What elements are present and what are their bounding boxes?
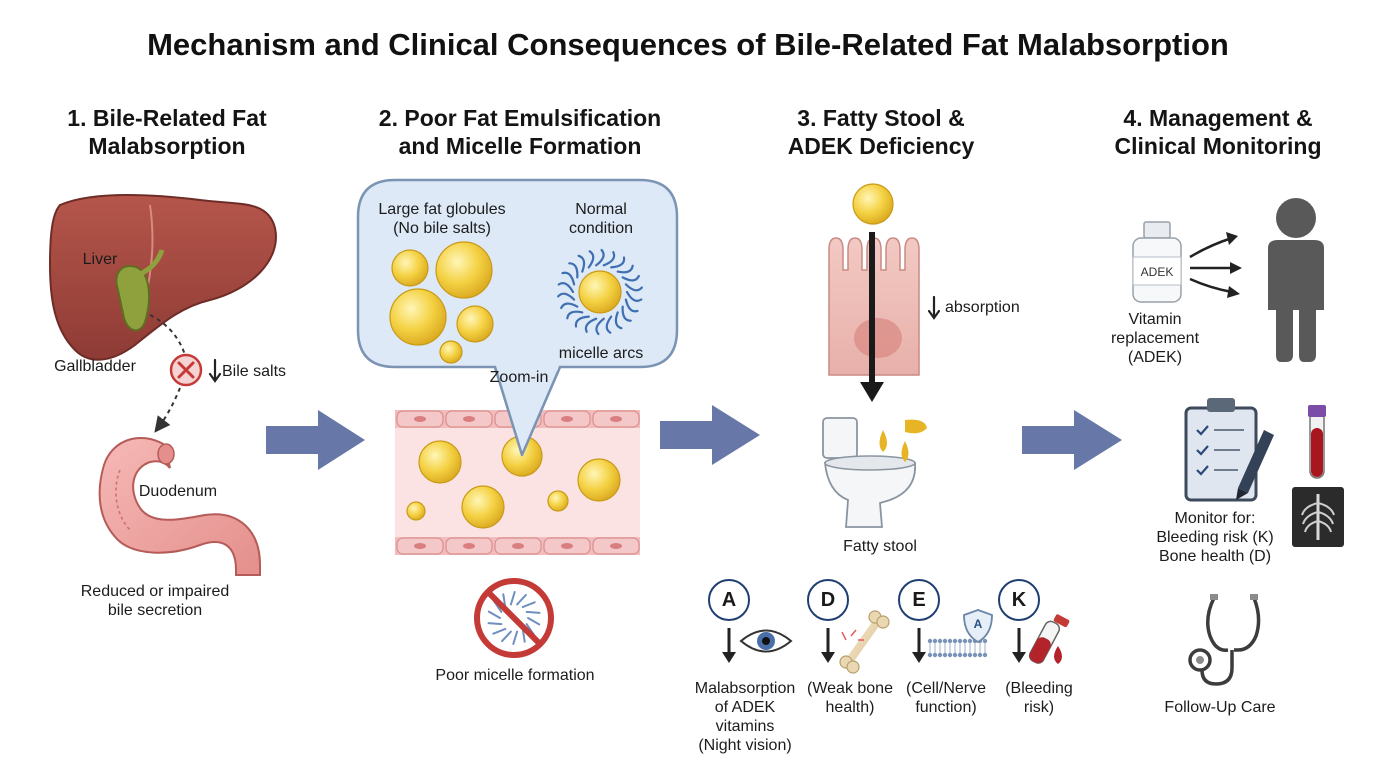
clipboard-icon	[1184, 398, 1258, 502]
vitamin-replacement-line1: Vitamin	[1128, 311, 1182, 328]
poor-micelle-label: Poor micelle formation	[435, 667, 595, 684]
dosing-arrows-icon	[1189, 232, 1242, 298]
blocked-icon	[169, 353, 203, 387]
vitamin-replacement-line2: replacement	[1110, 330, 1200, 347]
flow-arrow-2	[660, 405, 760, 465]
vitamin-k-caption-line1: (Bleeding	[1005, 680, 1073, 697]
decrease-arrow-icon	[208, 358, 222, 383]
section-4-title-line2: Clinical Monitoring	[1114, 133, 1322, 159]
zoom-in-label: Zoom-in	[489, 369, 549, 386]
vitamin-d-caption-line1: (Weak bone	[807, 680, 893, 697]
blood-tube-icon	[1028, 614, 1070, 664]
fat-droplet	[852, 183, 894, 225]
vitamin-a-caption-line2: of ADEK	[714, 699, 776, 716]
vitamin-a-caption-line4: (Night vision)	[698, 737, 792, 754]
shield-letter: A	[973, 617, 983, 631]
section-1-title-line1: 1. Bile-Related Fat	[67, 105, 267, 131]
gallbladder	[115, 249, 165, 332]
vitamin-d-badge	[807, 579, 849, 621]
normal-condition-line2: condition	[568, 220, 634, 237]
duodenum-label: Duodenum	[138, 483, 218, 500]
pen-icon	[1236, 430, 1274, 500]
toilet-icon	[822, 417, 916, 528]
section-4-title-line1: 4. Management &	[1123, 105, 1313, 131]
xray-icon	[1292, 487, 1344, 547]
vitamin-d-caption-line2: health)	[825, 699, 875, 716]
cell-membrane-icon	[927, 638, 988, 658]
vitamin-a-badge	[708, 579, 750, 621]
person-icon	[1268, 198, 1324, 362]
down-arrow-icons	[722, 628, 1026, 663]
monitor-label: Monitor for: Bleeding risk (K) Bone heal…	[1140, 509, 1290, 566]
large-globules-line1: Large fat globules	[378, 201, 506, 218]
monitor-line3: Bone health (D)	[1158, 548, 1272, 565]
vitamin-replacement-label: Vitamin replacement (ADEK)	[1095, 310, 1215, 367]
vitamin-a-letter: A	[721, 589, 737, 611]
zoom-tail	[493, 360, 562, 457]
fatty-stool-label: Fatty stool	[843, 538, 917, 555]
vitamin-k-caption: (Bleeding risk)	[996, 679, 1082, 717]
vitamin-k-badge	[998, 579, 1040, 621]
vitamin-a-caption-line3: vitamins	[715, 718, 775, 735]
section-3-title-line1: 3. Fatty Stool &	[797, 105, 965, 131]
bile-duct-arrow	[149, 314, 186, 433]
vitamin-bottle-icon	[1132, 221, 1182, 303]
vitamin-d-letter: D	[820, 589, 836, 611]
bottle-label: ADEK	[1140, 265, 1174, 279]
vitamin-k-letter: K	[1011, 589, 1027, 611]
absorption-label: absorption	[945, 299, 1020, 316]
large-globules-label: Large fat globules (No bile salts)	[362, 200, 522, 238]
vitamin-d-caption: (Weak bone health)	[798, 679, 902, 717]
vitamin-replacement-line3: (ADEK)	[1127, 349, 1183, 366]
section-1-title: 1. Bile-Related Fat Malabsorption	[17, 104, 317, 160]
large-fat-globules	[389, 241, 494, 364]
vitamin-a-caption: Malabsorption of ADEK vitamins (Night vi…	[684, 679, 806, 755]
vitamin-e-letter: E	[912, 589, 926, 611]
section-4-title: 4. Management & Clinical Monitoring	[1068, 104, 1368, 160]
shield-icon	[963, 609, 993, 644]
large-globules-line2: (No bile salts)	[393, 220, 491, 237]
bone-icon	[839, 610, 890, 674]
liver	[48, 194, 277, 361]
section-2-title-line1: 2. Poor Fat Emulsification	[378, 105, 662, 131]
panel1-caption: Reduced or impaired bile secretion	[40, 582, 270, 620]
flow-arrow-1	[266, 410, 365, 470]
normal-micelle	[557, 248, 643, 336]
page-title: Mechanism and Clinical Consequences of B…	[147, 27, 1229, 62]
stethoscope-icon	[1188, 594, 1261, 686]
vitamin-e-caption: (Cell/Nerve function)	[896, 679, 996, 717]
section-2-title-line2: and Micelle Formation	[398, 133, 642, 159]
vitamin-e-badge	[898, 579, 940, 621]
gallbladder-label: Gallbladder	[54, 358, 136, 375]
vitamin-e-caption-line1: (Cell/Nerve	[905, 680, 986, 697]
vitamin-a-caption-line1: Malabsorption	[694, 680, 796, 697]
normal-condition-label: Normal condition	[545, 200, 657, 238]
panel1-caption-line1: Reduced or impaired	[80, 583, 230, 600]
transit-arrow	[860, 232, 884, 402]
decrease-arrow-icon	[927, 295, 941, 320]
no-micelle-icon	[474, 578, 554, 658]
section-1-title-line2: Malabsorption	[88, 133, 246, 159]
follow-up-label: Follow-Up Care	[1164, 699, 1276, 716]
flow-arrow-3	[1022, 410, 1122, 470]
eye-icon	[739, 629, 793, 653]
fat-drops-icon	[879, 419, 927, 462]
liver-label: Liver	[82, 251, 118, 268]
section-3-title-line2: ADEK Deficiency	[787, 133, 975, 159]
duodenum	[98, 436, 261, 576]
micelle-arcs-label: micelle arcs	[558, 345, 644, 362]
section-2-title: 2. Poor Fat Emulsification and Micelle F…	[340, 104, 700, 160]
section-3-title: 3. Fatty Stool & ADEK Deficiency	[731, 104, 1031, 160]
monitor-line2: Bleeding risk (K)	[1156, 529, 1274, 546]
bile-salts-label: Bile salts	[222, 363, 287, 380]
panel1-caption-line2: bile secretion	[107, 602, 203, 619]
vitamin-k-caption-line2: risk)	[1023, 699, 1055, 716]
normal-condition-line1: Normal	[575, 201, 627, 218]
monitor-line1: Monitor for:	[1174, 510, 1256, 527]
intestinal-tissue	[395, 410, 640, 555]
vitamin-e-caption-line2: function)	[915, 699, 977, 716]
test-tube-icon	[1308, 405, 1326, 479]
